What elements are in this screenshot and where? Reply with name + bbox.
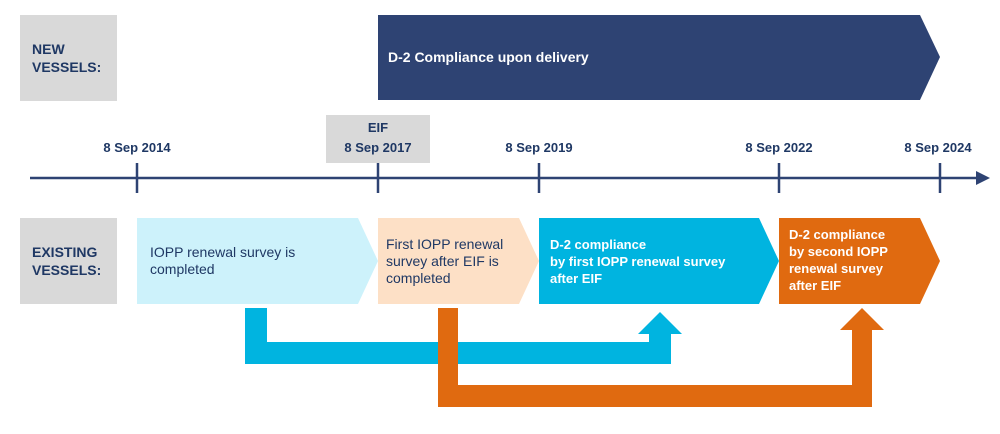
timeline-arrowhead (976, 171, 990, 185)
eif-title: EIF (367, 120, 389, 135)
step-1-line-2: completed (150, 261, 215, 277)
eif-box (326, 115, 430, 163)
date-2014: 8 Sep 2014 (103, 140, 171, 155)
new-vessels-bar-text: D-2 Compliance upon delivery (388, 49, 589, 65)
new-vessels-label-line-1: NEW (32, 41, 65, 57)
existing-vessels-label-line-2: VESSELS: (32, 262, 102, 278)
step-2-line-2: survey after EIF is (386, 253, 499, 269)
step-1-line-1: IOPP renewal survey is (150, 244, 296, 260)
step-3-line-1: D-2 compliance (550, 237, 647, 252)
existing-vessels-label: EXISTING VESSELS: (20, 218, 117, 304)
new-vessels-label: NEW VESSELS: (20, 15, 117, 101)
step-3-line-3: after EIF (550, 271, 603, 286)
step-2-line-3: completed (386, 270, 451, 286)
step-3-shape (539, 218, 779, 304)
existing-vessels-label-line-1: EXISTING (32, 244, 98, 260)
eif-date: 8 Sep 2017 (344, 140, 412, 155)
step-3-line-2: by first IOPP renewal survey (550, 254, 726, 269)
cyan-connector-arrow (245, 308, 682, 364)
step-4-text: D-2 compliance by second IOPP renewal su… (789, 226, 888, 294)
new-vessels-label-line-2: VESSELS: (32, 59, 102, 75)
step-1-text: IOPP renewal survey is completed (150, 244, 295, 278)
step-4-line-2: by second IOPP (789, 244, 888, 259)
step-4-shape (779, 218, 940, 304)
new-vessels-bar-shape (378, 15, 940, 100)
date-2019: 8 Sep 2019 (505, 140, 573, 155)
date-2022: 8 Sep 2022 (745, 140, 813, 155)
orange-connector-arrow (438, 308, 884, 407)
step-2-text: First IOPP renewal survey after EIF is c… (386, 236, 503, 287)
step-1-shape (137, 218, 378, 304)
step-2-line-1: First IOPP renewal (386, 236, 504, 252)
date-2024: 8 Sep 2024 (904, 140, 972, 155)
step-4-line-4: after EIF (789, 278, 842, 293)
step-4-line-1: D-2 compliance (789, 227, 886, 242)
step-2-shape (378, 218, 539, 304)
step-3-text: D-2 compliance by first IOPP renewal sur… (550, 236, 725, 287)
step-4-line-3: renewal survey (789, 261, 883, 276)
